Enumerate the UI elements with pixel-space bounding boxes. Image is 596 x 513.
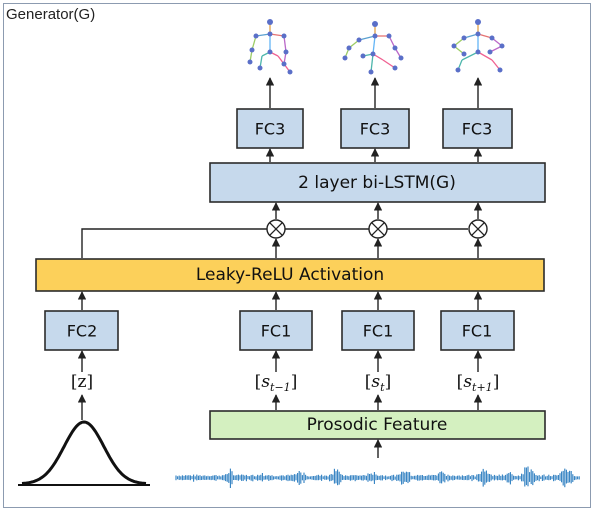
gaussian-curve-icon — [18, 420, 150, 486]
prosody-input-next-label: [st+1] — [457, 372, 500, 394]
generator-frame — [3, 3, 591, 508]
fc3-block: FC3 — [340, 108, 410, 149]
diagram-title: Generator(G) — [6, 6, 96, 23]
fc3-block: FC3 — [236, 108, 304, 149]
skeleton-pose-icon — [342, 21, 404, 75]
multiply-circle-icon — [468, 219, 488, 239]
skeleton-pose-icon — [247, 19, 293, 75]
prosody-input-prev-label: [st−1] — [255, 372, 298, 394]
fc2-block: FC2 — [44, 310, 119, 351]
multiply-circle-icon — [368, 219, 388, 239]
audio-waveform-icon — [175, 466, 580, 488]
fc3-block: FC3 — [442, 108, 513, 149]
bi-lstm-block: 2 layer bi-LSTM(G) — [209, 162, 546, 203]
activation-label: Leaky-ReLU Activation — [196, 265, 384, 285]
leaky-relu-activation-block: Leaky-ReLU Activation — [35, 258, 545, 292]
fc1-label: FC1 — [261, 322, 292, 341]
prosodic-feature-block: Prosodic Feature — [209, 410, 546, 440]
noise-broadcast-line — [81, 228, 468, 258]
bi-lstm-label: 2 layer bi-LSTM(G) — [298, 173, 456, 193]
fc2-label: FC2 — [67, 322, 98, 341]
fc1-block: FC1 — [239, 310, 313, 351]
fc1-label: FC1 — [363, 322, 394, 341]
multiply-circle-icon — [266, 219, 286, 239]
fc1-label: FC1 — [462, 322, 493, 341]
prosody-input-curr-label: [st] — [365, 372, 391, 394]
fc3-label: FC3 — [462, 120, 493, 139]
fc1-block: FC1 — [341, 310, 415, 351]
fc1-block: FC1 — [440, 310, 515, 351]
prosodic-feature-label: Prosodic Feature — [307, 415, 448, 435]
skeleton-pose-icon — [451, 19, 505, 73]
fc3-label: FC3 — [360, 120, 391, 139]
fc3-label: FC3 — [255, 120, 286, 139]
noise-input-label: [z] — [71, 372, 93, 392]
